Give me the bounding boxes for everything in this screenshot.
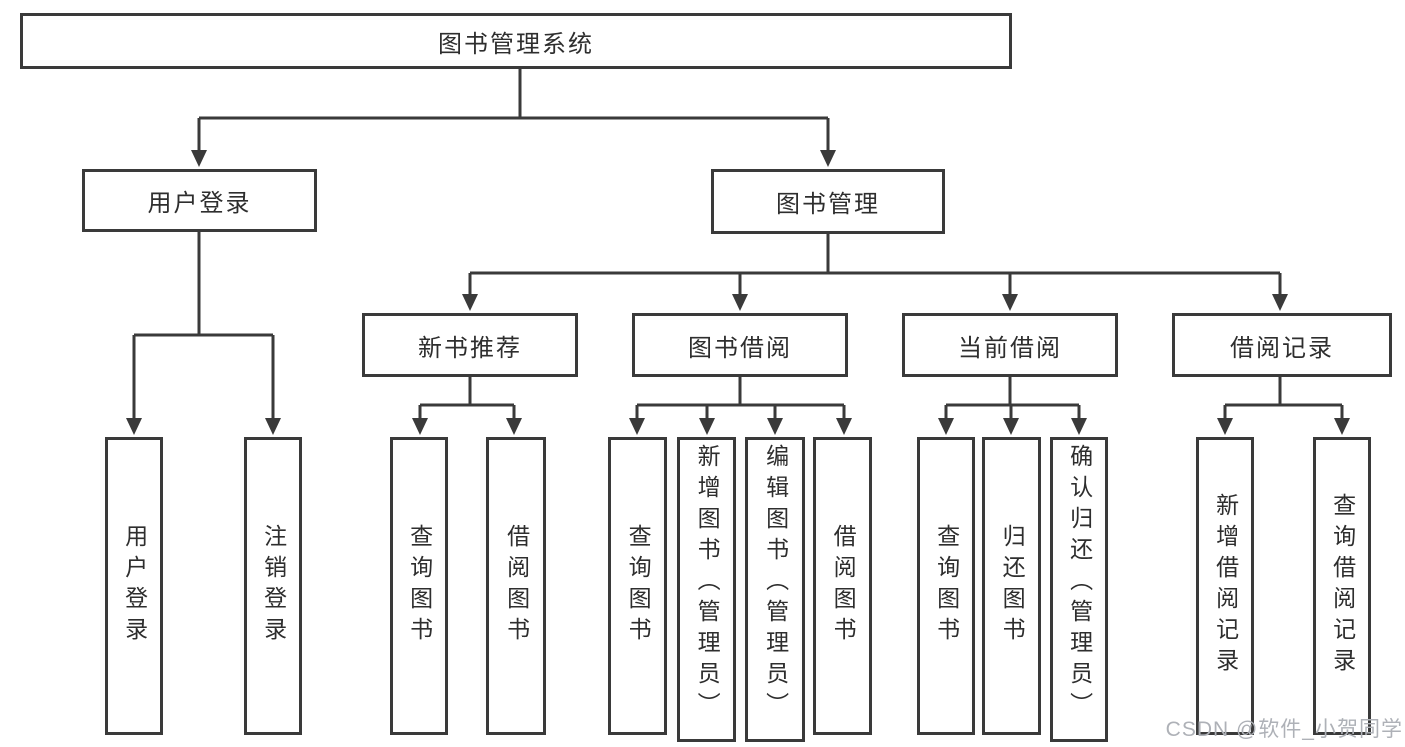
node-label: 图书借阅 xyxy=(688,334,792,362)
node-label: 用户登录 xyxy=(147,190,252,217)
node-label: 借阅记录 xyxy=(1230,334,1334,362)
leaf-current-query-book: 查询图书 xyxy=(917,437,975,735)
node-label: 查询图书 xyxy=(933,524,960,648)
leaf-newbook-borrow-book: 借阅图书 xyxy=(486,437,546,735)
node-label: 确认归还（管理员） xyxy=(1066,444,1093,723)
node-book-borrow: 图书借阅 xyxy=(632,313,848,377)
leaf-logout-login: 注销登录 xyxy=(244,437,302,735)
node-current-borrow: 当前借阅 xyxy=(902,313,1118,377)
node-root: 图书管理系统 xyxy=(20,13,1012,69)
leaf-record-add-record: 新增借阅记录 xyxy=(1196,437,1254,735)
node-user-login: 用户登录 xyxy=(82,169,317,232)
node-label: 新增借阅记录 xyxy=(1212,493,1239,679)
leaf-record-query-record: 查询借阅记录 xyxy=(1313,437,1371,735)
watermark: CSDN @软件_小贺同学 xyxy=(1165,718,1403,741)
node-label: 归还图书 xyxy=(999,524,1026,648)
leaf-borrow-add-book-admin: 新增图书（管理员） xyxy=(677,437,736,742)
node-new-book-recommend: 新书推荐 xyxy=(362,313,578,377)
node-label: 图书管理系统 xyxy=(438,30,594,58)
node-label: 查询图书 xyxy=(406,524,433,648)
node-label: 编辑图书（管理员） xyxy=(762,444,789,723)
node-label: 查询借阅记录 xyxy=(1329,493,1356,679)
node-label: 查询图书 xyxy=(625,524,652,648)
node-label: 借阅图书 xyxy=(503,524,530,648)
node-label: 注销登录 xyxy=(260,524,287,648)
leaf-current-return-book: 归还图书 xyxy=(982,437,1041,735)
node-label: 用户登录 xyxy=(121,524,148,648)
node-label: 当前借阅 xyxy=(958,334,1062,362)
node-label: 新书推荐 xyxy=(418,334,522,362)
leaf-borrow-borrow-book: 借阅图书 xyxy=(813,437,872,735)
leaf-borrow-edit-book-admin: 编辑图书（管理员） xyxy=(745,437,805,742)
node-label: 借阅图书 xyxy=(830,524,857,648)
leaf-newbook-query-book: 查询图书 xyxy=(390,437,448,735)
leaf-user-login: 用户登录 xyxy=(105,437,163,735)
node-label: 图书管理 xyxy=(776,191,880,218)
leaf-borrow-query-book: 查询图书 xyxy=(608,437,667,735)
node-label: 新增图书（管理员） xyxy=(694,444,721,723)
leaf-current-confirm-return-admin: 确认归还（管理员） xyxy=(1050,437,1108,742)
node-borrow-record: 借阅记录 xyxy=(1172,313,1392,377)
node-book-management: 图书管理 xyxy=(711,169,945,234)
